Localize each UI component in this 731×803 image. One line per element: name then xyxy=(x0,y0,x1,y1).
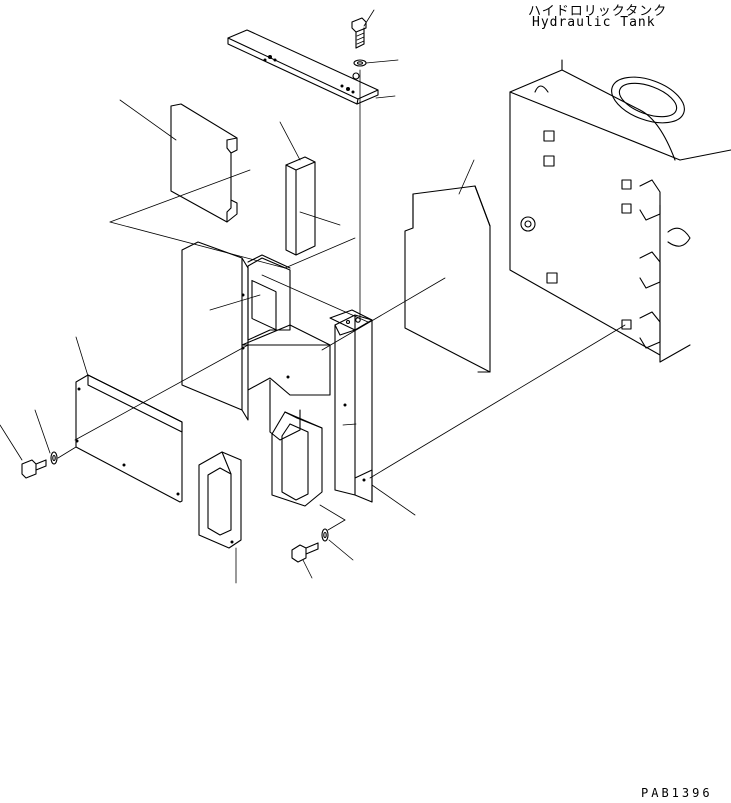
tank-label-english: Hydraulic Tank xyxy=(532,15,656,30)
left-bolt xyxy=(21,459,47,479)
center-pad xyxy=(285,156,316,256)
bottom-bolt xyxy=(291,542,319,563)
left-cover-plate xyxy=(75,374,183,503)
top-bolt xyxy=(351,17,367,49)
drawing-number: PAB1396 xyxy=(641,786,713,800)
leader-lines xyxy=(0,9,626,584)
duct-cover xyxy=(271,411,323,507)
left-washer xyxy=(50,451,58,465)
top-washer xyxy=(353,59,367,67)
duct-block xyxy=(198,451,242,549)
frame-assembly xyxy=(181,241,373,503)
top-bracket-plate xyxy=(227,29,379,105)
tank-label-japanese: ハイドロリックタンク xyxy=(528,4,668,19)
upper-left-pad xyxy=(170,103,238,223)
right-pad xyxy=(404,185,491,373)
hydraulic-tank xyxy=(509,59,731,363)
bottom-washer xyxy=(321,528,329,542)
